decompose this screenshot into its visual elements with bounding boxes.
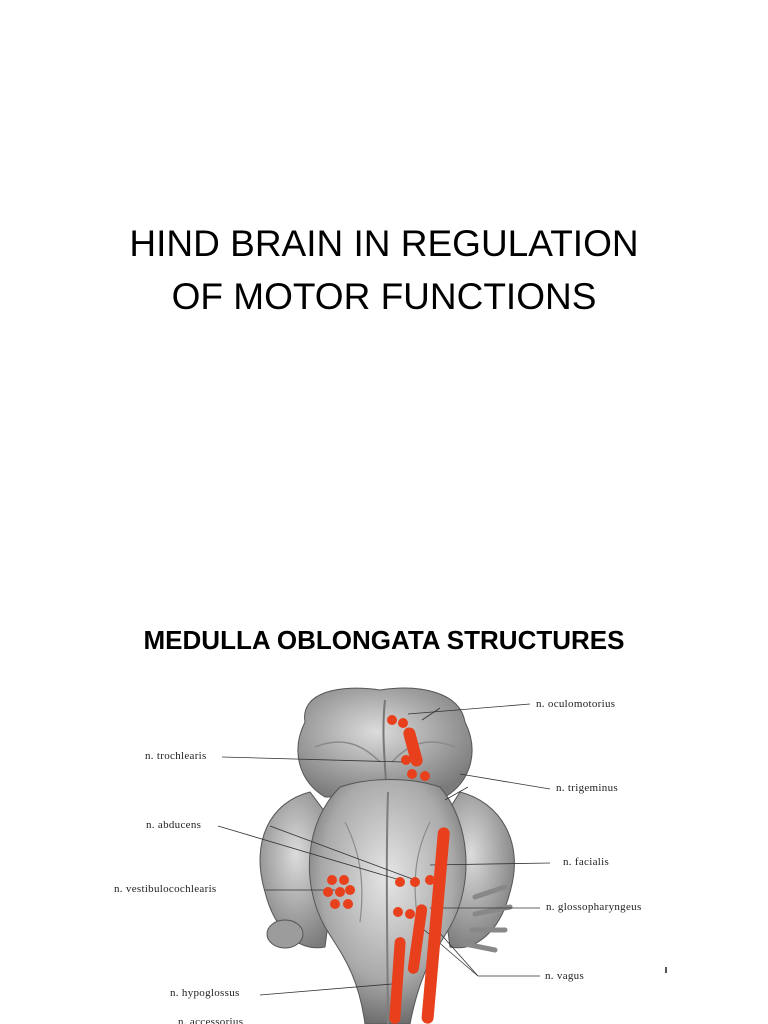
slide-title-line-1: HIND BRAIN IN REGULATION	[129, 222, 639, 264]
label-abducens: n. abducens	[146, 819, 202, 831]
label-vagus: n. vagus	[545, 970, 585, 982]
label-trochlearis: n. trochlearis	[145, 750, 207, 762]
brainstem-illustration	[217, 687, 667, 1024]
label-vestibulocochlearis: n. vestibulocochlearis	[114, 883, 217, 895]
leader-lines	[217, 703, 551, 996]
slide-title-line-2: OF MOTOR FUNCTIONS	[171, 275, 597, 317]
label-hypoglossus: n. hypoglossus	[170, 987, 240, 999]
brainstem-figure: n. oculomotorius n. trochlearis n. trige…	[100, 682, 680, 1024]
section-title: MEDULLA OBLONGATA STRUCTURES	[143, 624, 625, 655]
nerve-nuclei	[323, 715, 450, 1024]
left-flocculus	[266, 919, 304, 949]
label-facialis: n. facialis	[563, 856, 610, 868]
label-trigeminus: n. trigeminus	[556, 782, 618, 794]
label-oculomotorius: n. oculomotorius	[536, 698, 616, 710]
slide-title: HIND BRAIN IN REGULATION OF MOTOR FUNCTI…	[0, 217, 768, 323]
label-accessorius: n. accessorius	[178, 1016, 244, 1024]
label-glossopharyngeus: n. glossopharyngeus	[546, 901, 642, 913]
